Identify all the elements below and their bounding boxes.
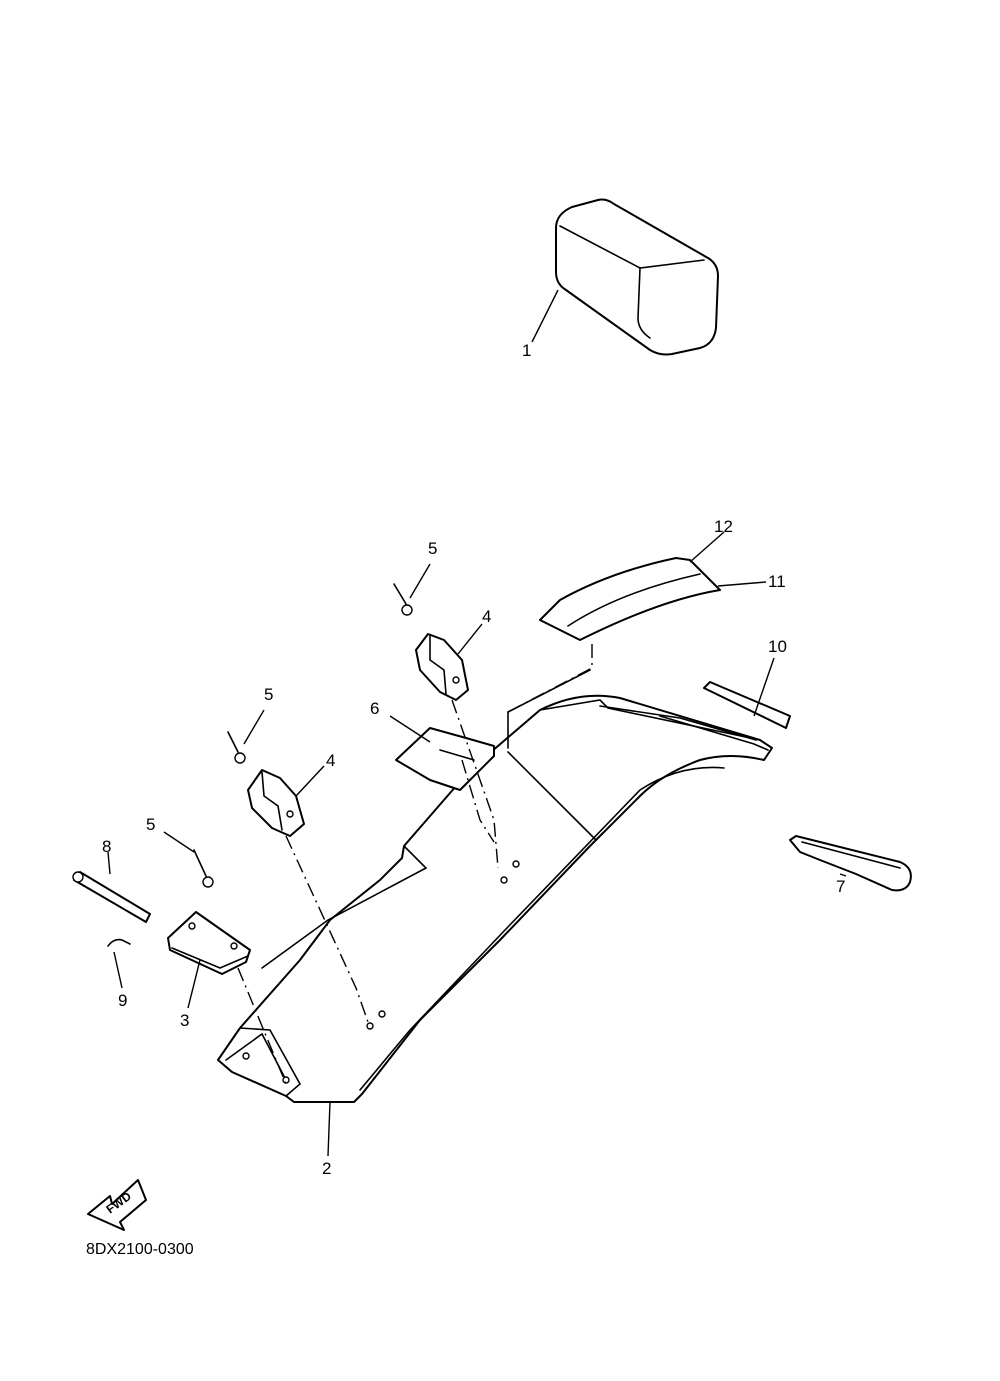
callout-7: 7 (836, 877, 845, 896)
callout-10: 10 (768, 637, 787, 656)
part-5-rivet-middle (227, 731, 246, 764)
part-3-hinge (167, 911, 251, 975)
part-8-pin (72, 871, 151, 923)
callout-6: 6 (370, 699, 379, 718)
callout-5-lower: 5 (146, 815, 155, 834)
part-10-strip (703, 681, 791, 729)
leader-lines (107, 289, 847, 1157)
part-5-rivet-lower (193, 849, 214, 888)
callout-1: 1 (522, 341, 531, 360)
part-4-clip-upper (415, 633, 469, 701)
callout-3: 3 (180, 1011, 189, 1030)
callout-9: 9 (118, 991, 127, 1010)
part-7-handle (789, 835, 912, 892)
callout-5-upper: 5 (428, 539, 437, 558)
fwd-arrow-icon: FWD (87, 1179, 147, 1231)
callout-5-middle: 5 (264, 685, 273, 704)
callout-12: 12 (714, 517, 733, 536)
part-1-pad (555, 198, 719, 356)
part-2-carrier (217, 669, 773, 1103)
reference-code: 8DX2100-0300 (86, 1241, 194, 1258)
part-4-clip-lower (247, 769, 305, 837)
part-5-rivet-upper (393, 583, 413, 616)
callout-8: 8 (102, 837, 111, 856)
callout-4-lower: 4 (326, 751, 335, 770)
part-11-12-pads (539, 557, 721, 641)
alignment-lines (237, 644, 593, 1085)
part-9-clip (107, 938, 131, 947)
callout-4-upper: 4 (482, 607, 491, 626)
callout-11: 11 (768, 572, 786, 591)
part-6-plate (395, 727, 495, 791)
callout-2: 2 (322, 1159, 331, 1178)
